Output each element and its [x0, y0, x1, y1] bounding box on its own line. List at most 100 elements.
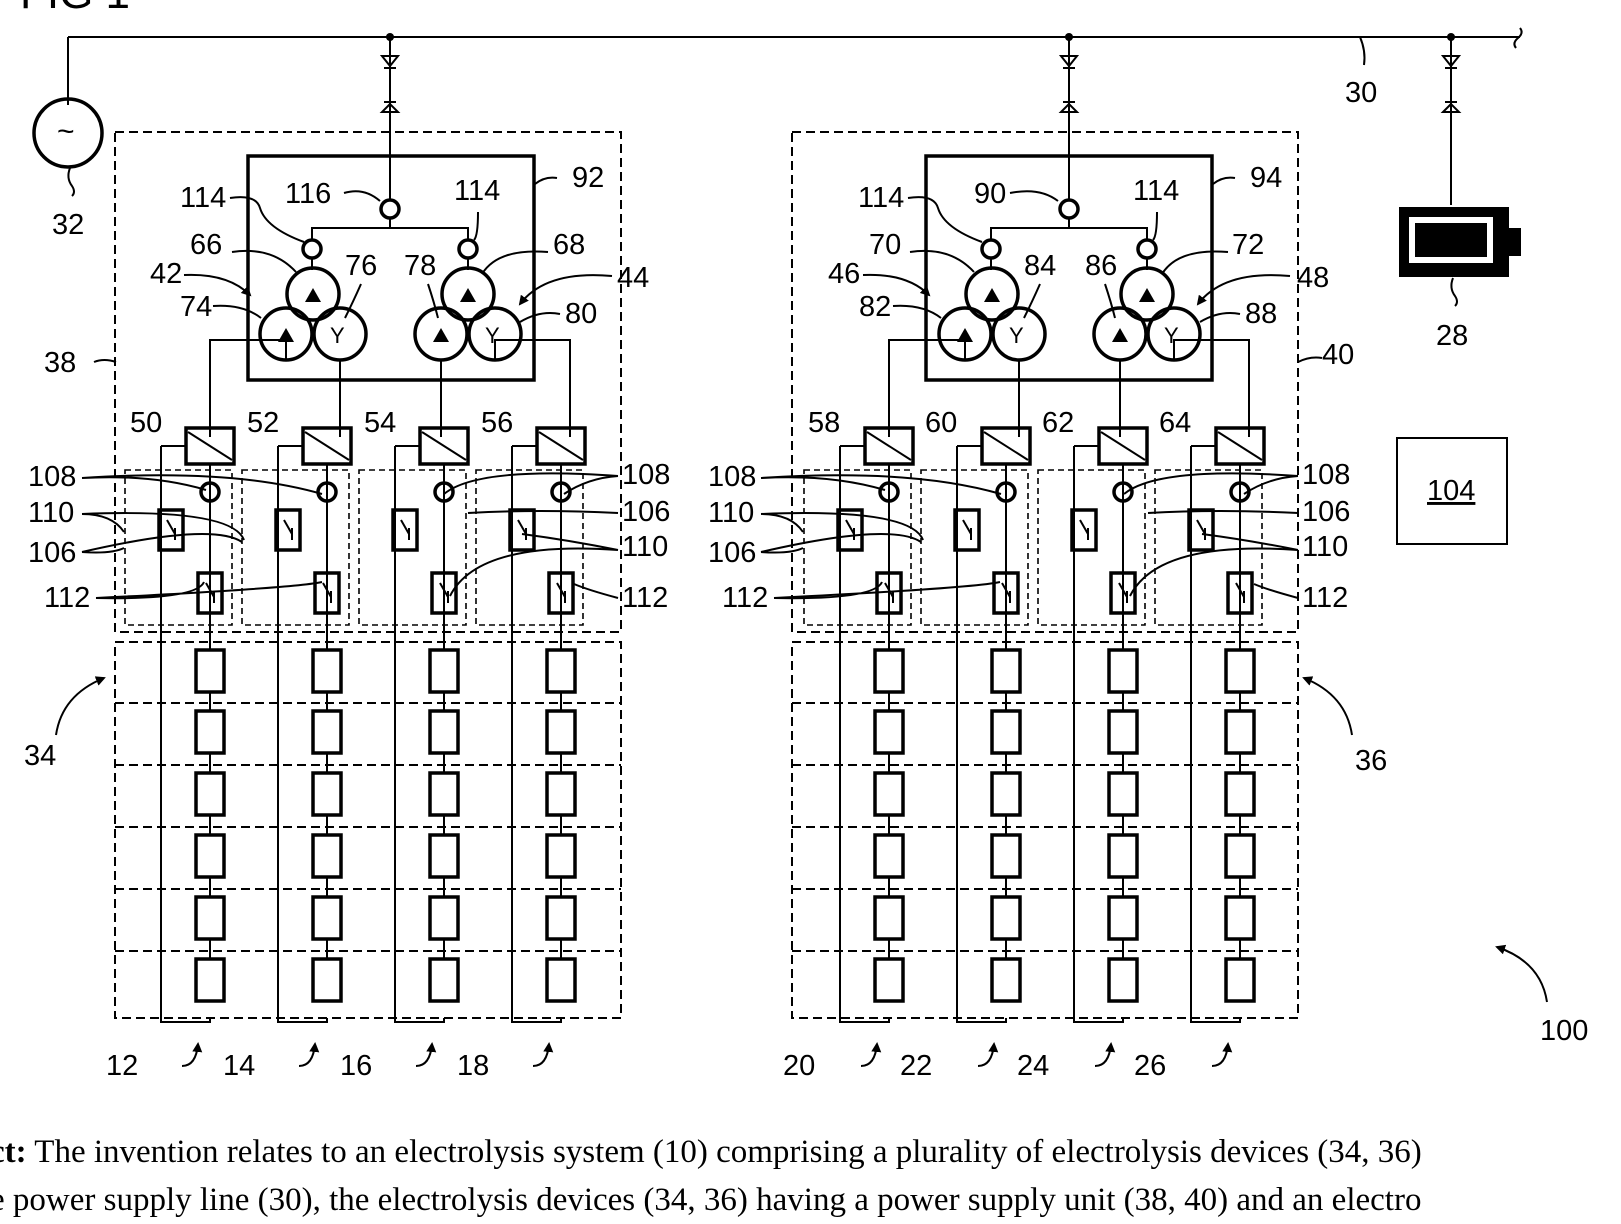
- label-c52: 52: [247, 407, 279, 439]
- label-switch-4: 114: [1133, 175, 1179, 207]
- electrolysis-cell: [1226, 835, 1254, 877]
- transformer-box-left: 92 116 114 114 Y Y 42 4: [150, 156, 649, 380]
- svg-text:Y: Y: [485, 323, 500, 348]
- electrolysis-cell: [430, 650, 458, 692]
- electrolysis-cell: [1109, 711, 1137, 753]
- label-line: 30: [1345, 77, 1377, 109]
- power-supply-line: 30: [68, 28, 1522, 109]
- monitoring-box: [921, 470, 1028, 625]
- monitoring-box: [804, 470, 911, 625]
- label-w74: 74: [180, 291, 212, 323]
- electrolysis-cell: [547, 773, 575, 815]
- string-return-line: [395, 446, 444, 1022]
- label-t48: 48: [1297, 262, 1329, 294]
- label-c54: 54: [364, 407, 396, 439]
- electrolysis-cell: [547, 897, 575, 939]
- label-s18: 18: [457, 1050, 489, 1082]
- label-s20: 20: [783, 1050, 815, 1082]
- label-tbox-left: 92: [572, 162, 604, 194]
- electrolysis-system-diagram: FIG 1 30 ~ 32: [0, 0, 1621, 1191]
- electrolysis-cell: [313, 711, 341, 753]
- label-c64: 64: [1159, 407, 1191, 439]
- abstract-line-2: e power supply line (30), the electrolys…: [0, 1176, 1621, 1224]
- abstract-line-1: ct: The invention relates to an electrol…: [0, 1128, 1621, 1176]
- label-w80: 80: [565, 298, 597, 330]
- electrolysis-cell: [875, 959, 903, 1001]
- switch-icon: [1072, 510, 1096, 550]
- label-node-right: 90: [974, 178, 1006, 210]
- label-node-left: 116: [285, 178, 331, 210]
- label-l106-right: 106: [1302, 496, 1350, 528]
- electrolysis-cell: [547, 835, 575, 877]
- electrolysis-cell: [547, 711, 575, 753]
- switch-icon: [276, 510, 300, 550]
- electrolysis-cell: [1226, 959, 1254, 1001]
- electrolysis-cell: [196, 773, 224, 815]
- label-device-left: 34: [24, 740, 56, 772]
- label-l106-left: 106: [28, 537, 76, 569]
- electrolysis-strings: [125, 428, 1264, 1066]
- label-switch-1: 114: [180, 182, 226, 214]
- label-w88: 88: [1245, 298, 1277, 330]
- electrolysis-cell: [196, 650, 224, 692]
- label-l108-left: 108: [28, 461, 76, 493]
- electrolysis-cell: [430, 711, 458, 753]
- label-l108-mid: 108: [622, 459, 670, 491]
- label-s14: 14: [223, 1050, 255, 1082]
- switch-icon: [1189, 510, 1213, 550]
- string-return-line: [278, 446, 327, 1022]
- label-l110-left: 110: [28, 497, 74, 529]
- string-return-line: [512, 446, 561, 1022]
- label-switch-2: 114: [454, 175, 500, 207]
- ac-source-symbol: ~: [57, 115, 75, 148]
- label-controller: 104: [1427, 475, 1475, 507]
- electrolysis-cell: [1109, 897, 1137, 939]
- label-c60: 60: [925, 407, 957, 439]
- string-return-line: [1074, 446, 1123, 1022]
- label-l110-right: 110: [1302, 531, 1348, 563]
- string-return-line: [161, 446, 210, 1022]
- label-l108-mid2: 108: [708, 461, 756, 493]
- string-return-line: [1191, 446, 1240, 1022]
- figure-title: FIG 1: [20, 0, 130, 18]
- electrolysis-cell: [430, 897, 458, 939]
- label-l112-right: 112: [1302, 582, 1348, 614]
- label-c62: 62: [1042, 407, 1074, 439]
- monitoring-box: [359, 470, 466, 625]
- electrolysis-cell: [196, 711, 224, 753]
- electrolysis-cell: [875, 835, 903, 877]
- label-l112-mid2: 112: [722, 582, 768, 614]
- label-w68: 68: [553, 229, 585, 261]
- label-w66: 66: [190, 229, 222, 261]
- device-regions: 34 36: [24, 642, 1387, 1018]
- label-c50: 50: [130, 407, 162, 439]
- electrolysis-cell: [875, 650, 903, 692]
- label-t42: 42: [150, 258, 182, 290]
- label-w82: 82: [859, 291, 891, 323]
- label-w76: 76: [345, 250, 377, 282]
- monitoring-box: [125, 470, 232, 625]
- abstract-line-1-text: The invention relates to an electrolysis…: [27, 1134, 1422, 1170]
- battery-icon: 28: [1399, 207, 1521, 352]
- label-t46: 46: [828, 258, 860, 290]
- switch-icon: [393, 510, 417, 550]
- switch-icon: [955, 510, 979, 550]
- label-w86: 86: [1085, 250, 1117, 282]
- electrolysis-cell: [1226, 711, 1254, 753]
- label-l106-mid2: 106: [708, 537, 756, 569]
- label-battery: 28: [1436, 320, 1468, 352]
- label-s12: 12: [106, 1050, 138, 1082]
- label-c56: 56: [481, 407, 513, 439]
- label-switch-3: 114: [858, 182, 904, 214]
- electrolysis-cell: [196, 959, 224, 1001]
- electrolysis-cell: [430, 835, 458, 877]
- switch-icon: [510, 510, 534, 550]
- system-pointer: 100: [1497, 947, 1588, 1047]
- label-system: 100: [1540, 1015, 1588, 1047]
- electrolysis-cell: [992, 897, 1020, 939]
- abstract-lead: ct:: [0, 1134, 27, 1170]
- electrolysis-cell: [196, 897, 224, 939]
- electrolysis-cell: [1109, 835, 1137, 877]
- label-t44: 44: [617, 262, 649, 294]
- electrolysis-cell: [1109, 773, 1137, 815]
